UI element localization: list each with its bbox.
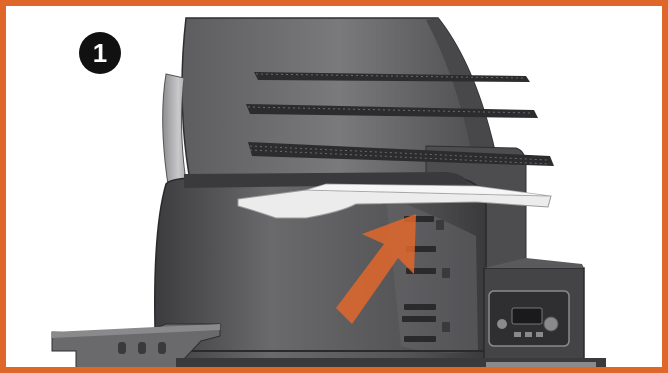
step-badge: 1 <box>79 32 121 74</box>
controller-panel <box>489 291 569 346</box>
grill-base <box>176 358 606 373</box>
step-number: 1 <box>93 40 107 66</box>
